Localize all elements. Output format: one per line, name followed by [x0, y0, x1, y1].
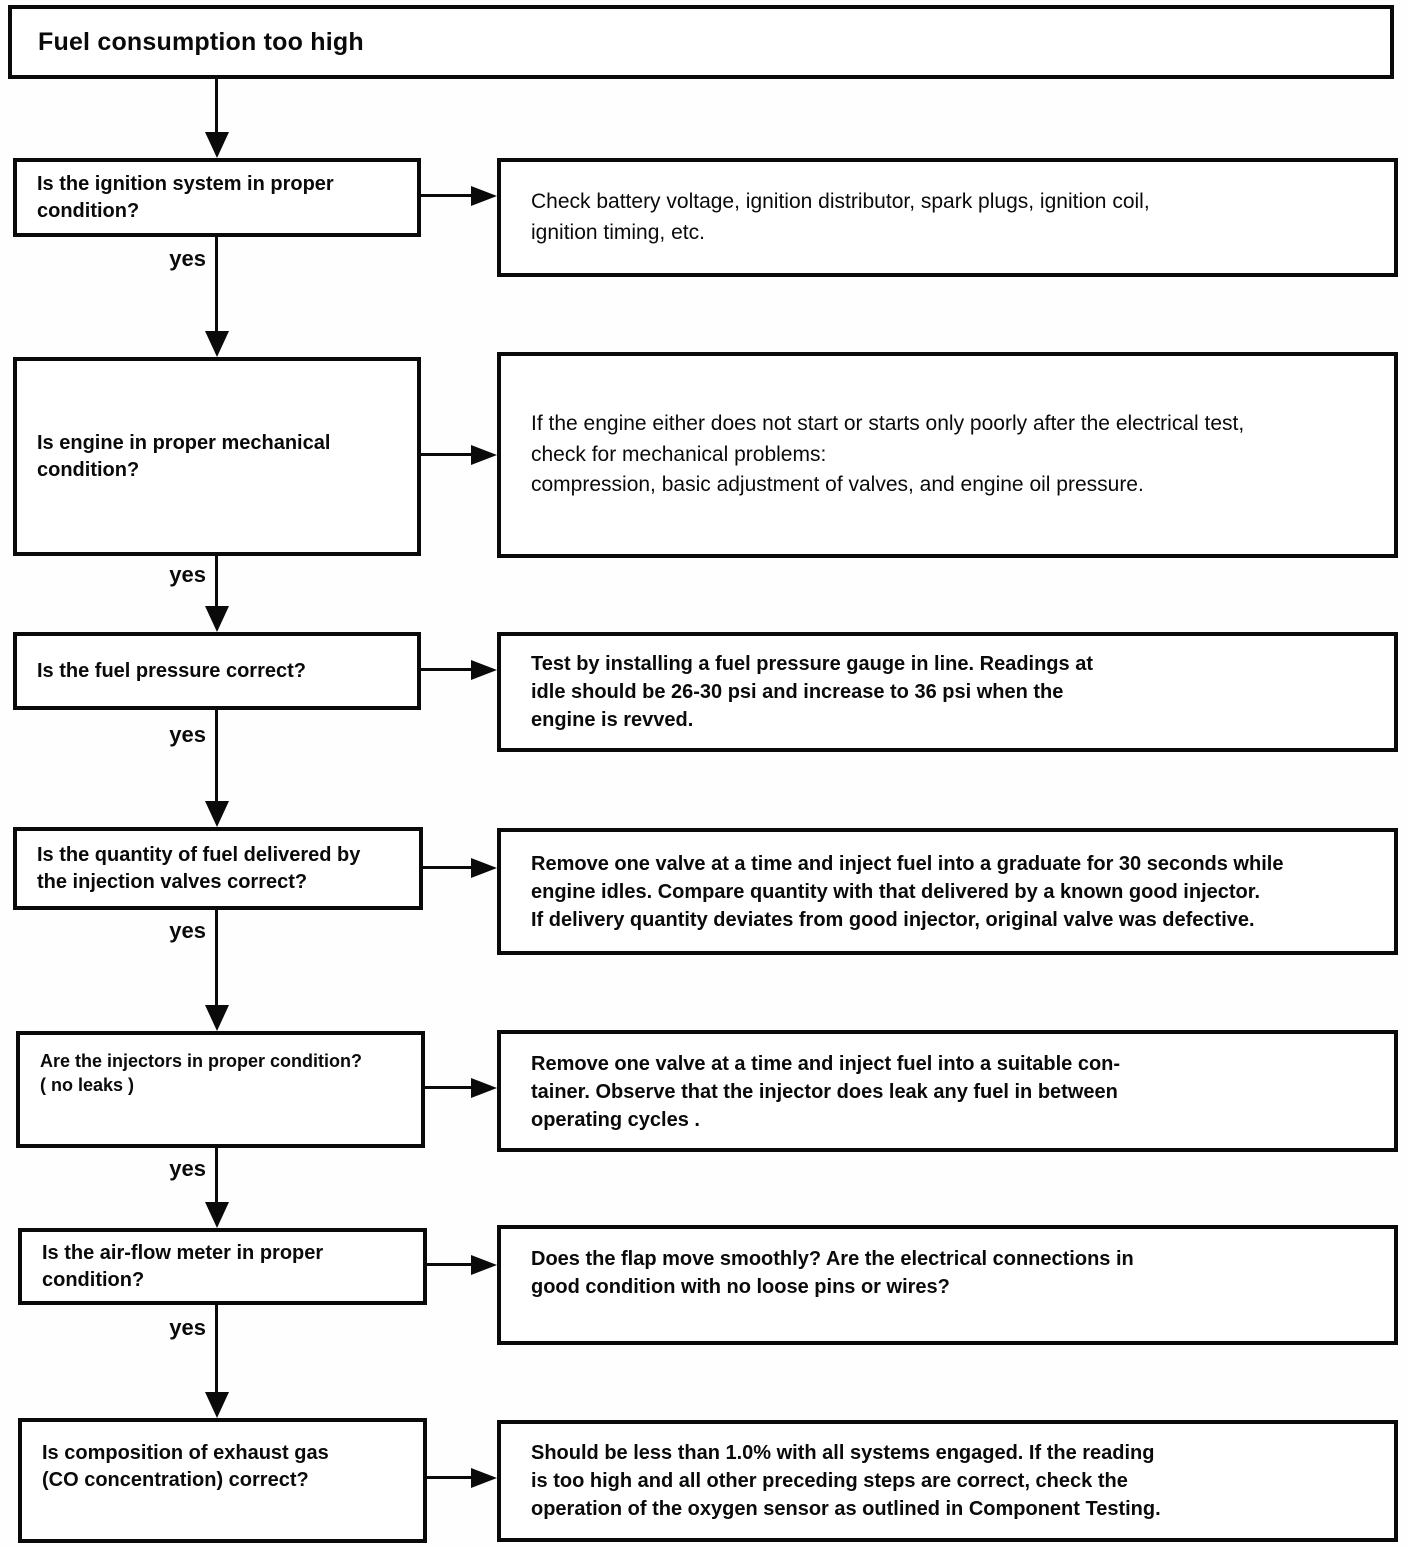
answer-box-injectors: Remove one valve at a time and inject fu… — [497, 1030, 1398, 1152]
arrow-line — [423, 866, 477, 869]
arrow-line — [215, 237, 218, 335]
arrow-head-icon — [205, 1392, 229, 1418]
answer-text: Check battery voltage, ignition distribu… — [531, 190, 1150, 244]
yes-label-2: yes — [169, 562, 206, 587]
arrow-line — [427, 1263, 477, 1266]
arrow-head-icon — [205, 331, 229, 357]
yes-label-6: yes — [169, 1315, 206, 1340]
arrow-head-icon — [471, 660, 497, 680]
answer-box-ignition: Check battery voltage, ignition distribu… — [497, 158, 1398, 277]
question-box-airflow-meter: Is the air-flow meter in proper conditio… — [18, 1228, 427, 1305]
answer-text: Should be less than 1.0% with all system… — [531, 1442, 1161, 1520]
arrow-head-icon — [205, 1202, 229, 1228]
question-box-exhaust-gas: Is composition of exhaust gas (CO concen… — [18, 1418, 427, 1543]
arrow-line — [215, 910, 218, 1009]
answer-box-exhaust-gas: Should be less than 1.0% with all system… — [497, 1420, 1398, 1542]
arrow-line — [427, 1476, 477, 1479]
arrow-line — [425, 1086, 477, 1089]
question-box-injectors: Are the injectors in proper condition? (… — [16, 1031, 425, 1148]
answer-box-fuel-pressure: Test by installing a fuel pressure gauge… — [497, 632, 1398, 752]
down-arrow-3 — [205, 710, 229, 827]
arrow-head-icon — [205, 132, 229, 158]
flowchart-title: Fuel consumption too high — [38, 27, 364, 56]
yes-label-4: yes — [169, 918, 206, 943]
answer-text: Does the flap move smoothly? Are the ele… — [531, 1248, 1134, 1298]
answer-box-fuel-quantity: Remove one valve at a time and inject fu… — [497, 828, 1398, 955]
question-text: Is the air-flow meter in proper conditio… — [42, 1241, 324, 1291]
yes-label-3: yes — [169, 722, 206, 747]
flowchart-title-box: Fuel consumption too high — [8, 5, 1394, 79]
arrow-head-icon — [471, 1255, 497, 1275]
right-arrow-3 — [421, 660, 497, 680]
arrow-line — [421, 453, 477, 456]
question-text: Is the fuel pressure correct? — [37, 659, 306, 682]
right-arrow-1 — [421, 186, 497, 206]
question-text: Is the ignition system in proper conditi… — [37, 172, 334, 222]
question-text: Is engine in proper mechanical condition… — [37, 431, 331, 481]
question-text: Is the quantity of fuel delivered by the… — [37, 843, 361, 893]
arrow-line — [215, 1305, 218, 1396]
right-arrow-4 — [423, 858, 497, 878]
arrow-head-icon — [205, 606, 229, 632]
down-arrow-4 — [205, 910, 229, 1031]
down-arrow-5 — [205, 1148, 229, 1228]
answer-text: Test by installing a fuel pressure gauge… — [531, 653, 1093, 731]
down-arrow-2 — [205, 556, 229, 632]
right-arrow-7 — [427, 1468, 497, 1488]
right-arrow-6 — [427, 1255, 497, 1275]
arrow-line — [215, 710, 218, 805]
down-arrow-1 — [205, 237, 229, 357]
arrow-head-icon — [205, 801, 229, 827]
answer-text: Remove one valve at a time and inject fu… — [531, 1053, 1121, 1131]
question-text: Is composition of exhaust gas (CO concen… — [42, 1442, 329, 1491]
question-box-fuel-pressure: Is the fuel pressure correct? — [13, 632, 421, 710]
arrow-line — [215, 1148, 218, 1206]
arrow-line — [421, 194, 477, 197]
arrow-head-icon — [471, 445, 497, 465]
arrow-head-icon — [471, 1468, 497, 1488]
down-arrow-start — [205, 79, 229, 158]
arrow-head-icon — [471, 858, 497, 878]
question-box-fuel-quantity: Is the quantity of fuel delivered by the… — [13, 827, 423, 910]
yes-label-1: yes — [169, 246, 206, 271]
arrow-line — [421, 668, 477, 671]
question-box-engine-mechanical: Is engine in proper mechanical condition… — [13, 357, 421, 556]
question-text: Are the injectors in proper condition? (… — [40, 1051, 363, 1096]
arrow-line — [215, 556, 218, 610]
question-box-ignition: Is the ignition system in proper conditi… — [13, 158, 421, 237]
down-arrow-6 — [205, 1305, 229, 1418]
right-arrow-5 — [425, 1078, 497, 1098]
arrow-head-icon — [471, 186, 497, 206]
right-arrow-2 — [421, 445, 497, 465]
answer-box-engine-mechanical: If the engine either does not start or s… — [497, 352, 1398, 558]
yes-label-5: yes — [169, 1156, 206, 1181]
answer-text: If the engine either does not start or s… — [531, 412, 1245, 497]
answer-box-airflow-meter: Does the flap move smoothly? Are the ele… — [497, 1225, 1398, 1345]
arrow-head-icon — [471, 1078, 497, 1098]
arrow-head-icon — [205, 1005, 229, 1031]
arrow-line — [215, 79, 218, 136]
answer-text: Remove one valve at a time and inject fu… — [531, 852, 1284, 931]
